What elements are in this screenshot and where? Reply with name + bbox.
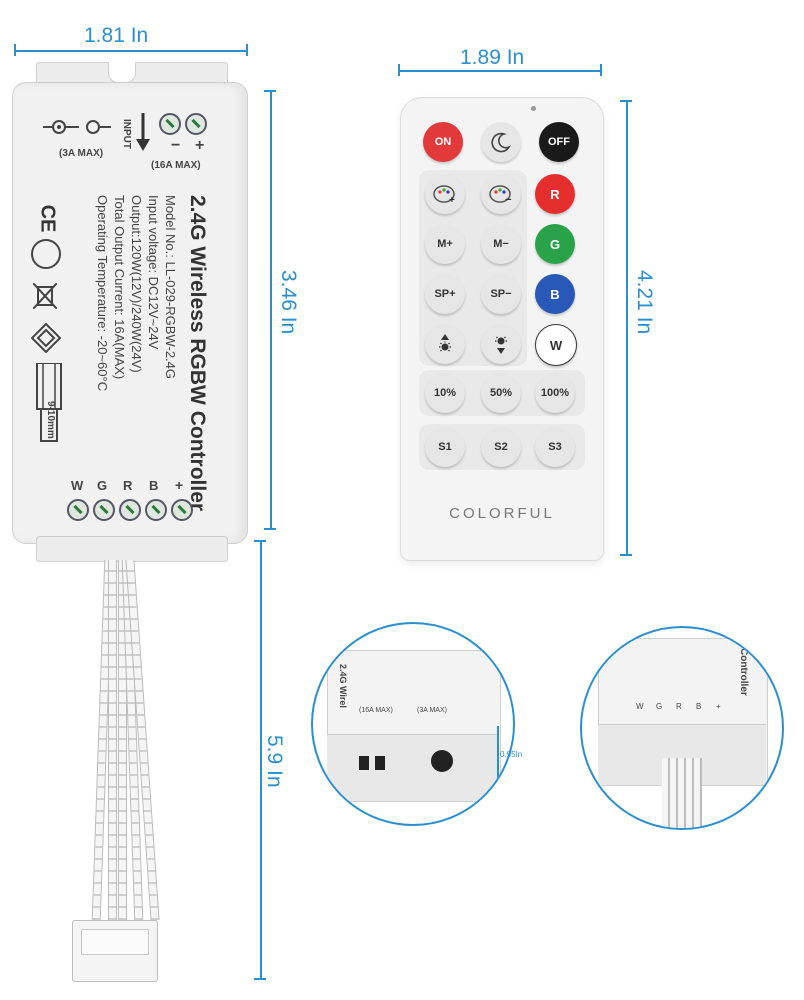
- weee-bin-icon: [32, 282, 58, 314]
- controller-mounting-tab-notch: [108, 62, 136, 83]
- night-mode-button[interactable]: [481, 122, 521, 162]
- brightness-10-button[interactable]: 10%: [425, 373, 465, 413]
- inset-left-terminal-slot-1: [359, 756, 369, 770]
- off-button[interactable]: OFF: [539, 122, 579, 162]
- terminal-w: [67, 499, 89, 521]
- terminal-label-g: G: [97, 478, 108, 493]
- inset-left-height-bracket: [497, 726, 499, 802]
- inset-left-output-current: (16A MAX): [359, 707, 393, 714]
- controller-label-block: 2.4G Wireless RGBW Controller Model No.:…: [49, 195, 209, 515]
- inset-right-wire-bundle: [662, 758, 702, 828]
- input-current-label: (3A MAX): [59, 148, 104, 159]
- terminal-label-r: R: [123, 478, 133, 493]
- palette-plus-icon: +: [433, 185, 455, 204]
- rohs-icon: [31, 239, 61, 269]
- inset-right-terminal-w: W: [636, 702, 644, 711]
- inset-left-side-panel: [327, 734, 499, 801]
- remote-control: ON OFF + − R M+ M− G SP+ SP− B W 10% 50%…: [400, 97, 604, 561]
- brightness-down-icon: [495, 336, 507, 354]
- mode-minus-button[interactable]: −: [481, 174, 521, 214]
- controller-width-label: 1.81 In: [84, 24, 149, 47]
- red-button[interactable]: R: [535, 174, 575, 214]
- m-plus-button[interactable]: M+: [425, 224, 465, 264]
- remote-brand-logo: COLORFUL: [449, 505, 555, 522]
- inset-left-input-current: (3A MAX): [417, 707, 447, 714]
- controller-bottom-tab: [36, 536, 228, 562]
- brightness-up-button[interactable]: [425, 324, 465, 364]
- svg-text:−: −: [505, 194, 511, 204]
- input-arrow-icon: [135, 113, 151, 156]
- inset-right-terminal-plus: +: [716, 702, 721, 711]
- controller-body: (3A MAX) INPUT − + (16A MAX) CE 9-10mm 2…: [12, 82, 248, 544]
- terminal-g: [93, 499, 115, 521]
- speed-plus-button[interactable]: SP+: [425, 274, 465, 314]
- scene-3-button[interactable]: S3: [535, 427, 575, 467]
- white-button[interactable]: W: [535, 324, 577, 366]
- controller-length-label: 3.46 In: [277, 270, 300, 335]
- palette-minus-icon: −: [489, 185, 511, 204]
- inset-right-terminal-g: G: [656, 702, 663, 711]
- output-current-label: (16A MAX): [151, 160, 201, 171]
- remote-length-label: 4.21 In: [633, 270, 656, 335]
- controller-title: 2.4G Wireless RGBW Controller: [186, 195, 209, 512]
- speed-minus-button[interactable]: SP−: [481, 274, 521, 314]
- input-terminal-minus: [159, 113, 181, 135]
- inset-left-dc-jack: [431, 750, 453, 772]
- input-label: INPUT: [121, 119, 132, 149]
- terminal-b: [145, 499, 167, 521]
- output-connector-plug: [72, 920, 158, 982]
- indicator-led: [531, 106, 536, 111]
- terminal-label-b: B: [149, 478, 159, 493]
- model-number: Model No.: LL-029-RGBW-2.4G: [163, 195, 178, 379]
- wire-strip-diagram-icon: [33, 362, 65, 448]
- brightness-down-button[interactable]: [481, 324, 521, 364]
- terminal-label-w: W: [71, 478, 84, 493]
- dc-input-icon: [43, 119, 113, 135]
- blue-button[interactable]: B: [535, 274, 575, 314]
- cable-length-label: 5.9 In: [263, 735, 286, 788]
- inset-left-height-label: 0.95In: [500, 750, 523, 759]
- brightness-100-button[interactable]: 100%: [535, 373, 575, 413]
- inset-right-terminal-r: R: [676, 702, 682, 711]
- total-output-current: Total Output Current: 16A(MAX): [112, 195, 127, 380]
- input-terminal-plus: [185, 113, 207, 135]
- terminal-r: [119, 499, 141, 521]
- output-power: Output:120W(12V)/240W(24V): [129, 195, 144, 373]
- terminal-label-plus: +: [175, 477, 184, 493]
- inset-side-view-output: Controller W G R B +: [580, 626, 784, 830]
- brightness-up-icon: [439, 334, 451, 352]
- brightness-50-button[interactable]: 50%: [481, 373, 521, 413]
- mode-plus-button[interactable]: +: [425, 174, 465, 214]
- input-polarity-minus: −: [171, 137, 181, 154]
- double-insulation-icon: [30, 322, 62, 358]
- m-minus-button[interactable]: M−: [481, 224, 521, 264]
- inset-right-title: Controller: [738, 648, 749, 696]
- inset-left-title: 2.4G Wirel: [338, 664, 348, 708]
- inset-side-view-input: 2.4G Wirel (16A MAX) (3A MAX): [311, 622, 515, 826]
- scene-2-button[interactable]: S2: [481, 427, 521, 467]
- input-polarity-plus: +: [195, 137, 205, 154]
- on-button[interactable]: ON: [423, 122, 463, 162]
- moon-icon: [491, 132, 512, 153]
- green-button[interactable]: G: [535, 224, 575, 264]
- operating-temperature: Operating Temperature: -20~60°C: [95, 195, 110, 392]
- svg-text:+: +: [449, 195, 455, 204]
- inset-left-terminal-slot-2: [375, 756, 385, 770]
- scene-1-button[interactable]: S1: [425, 427, 465, 467]
- inset-right-terminal-b: B: [696, 702, 702, 711]
- input-voltage: Input voltage: DC12V~24V: [146, 195, 161, 350]
- terminal-plus: [171, 499, 193, 521]
- remote-width-label: 1.89 In: [460, 46, 525, 69]
